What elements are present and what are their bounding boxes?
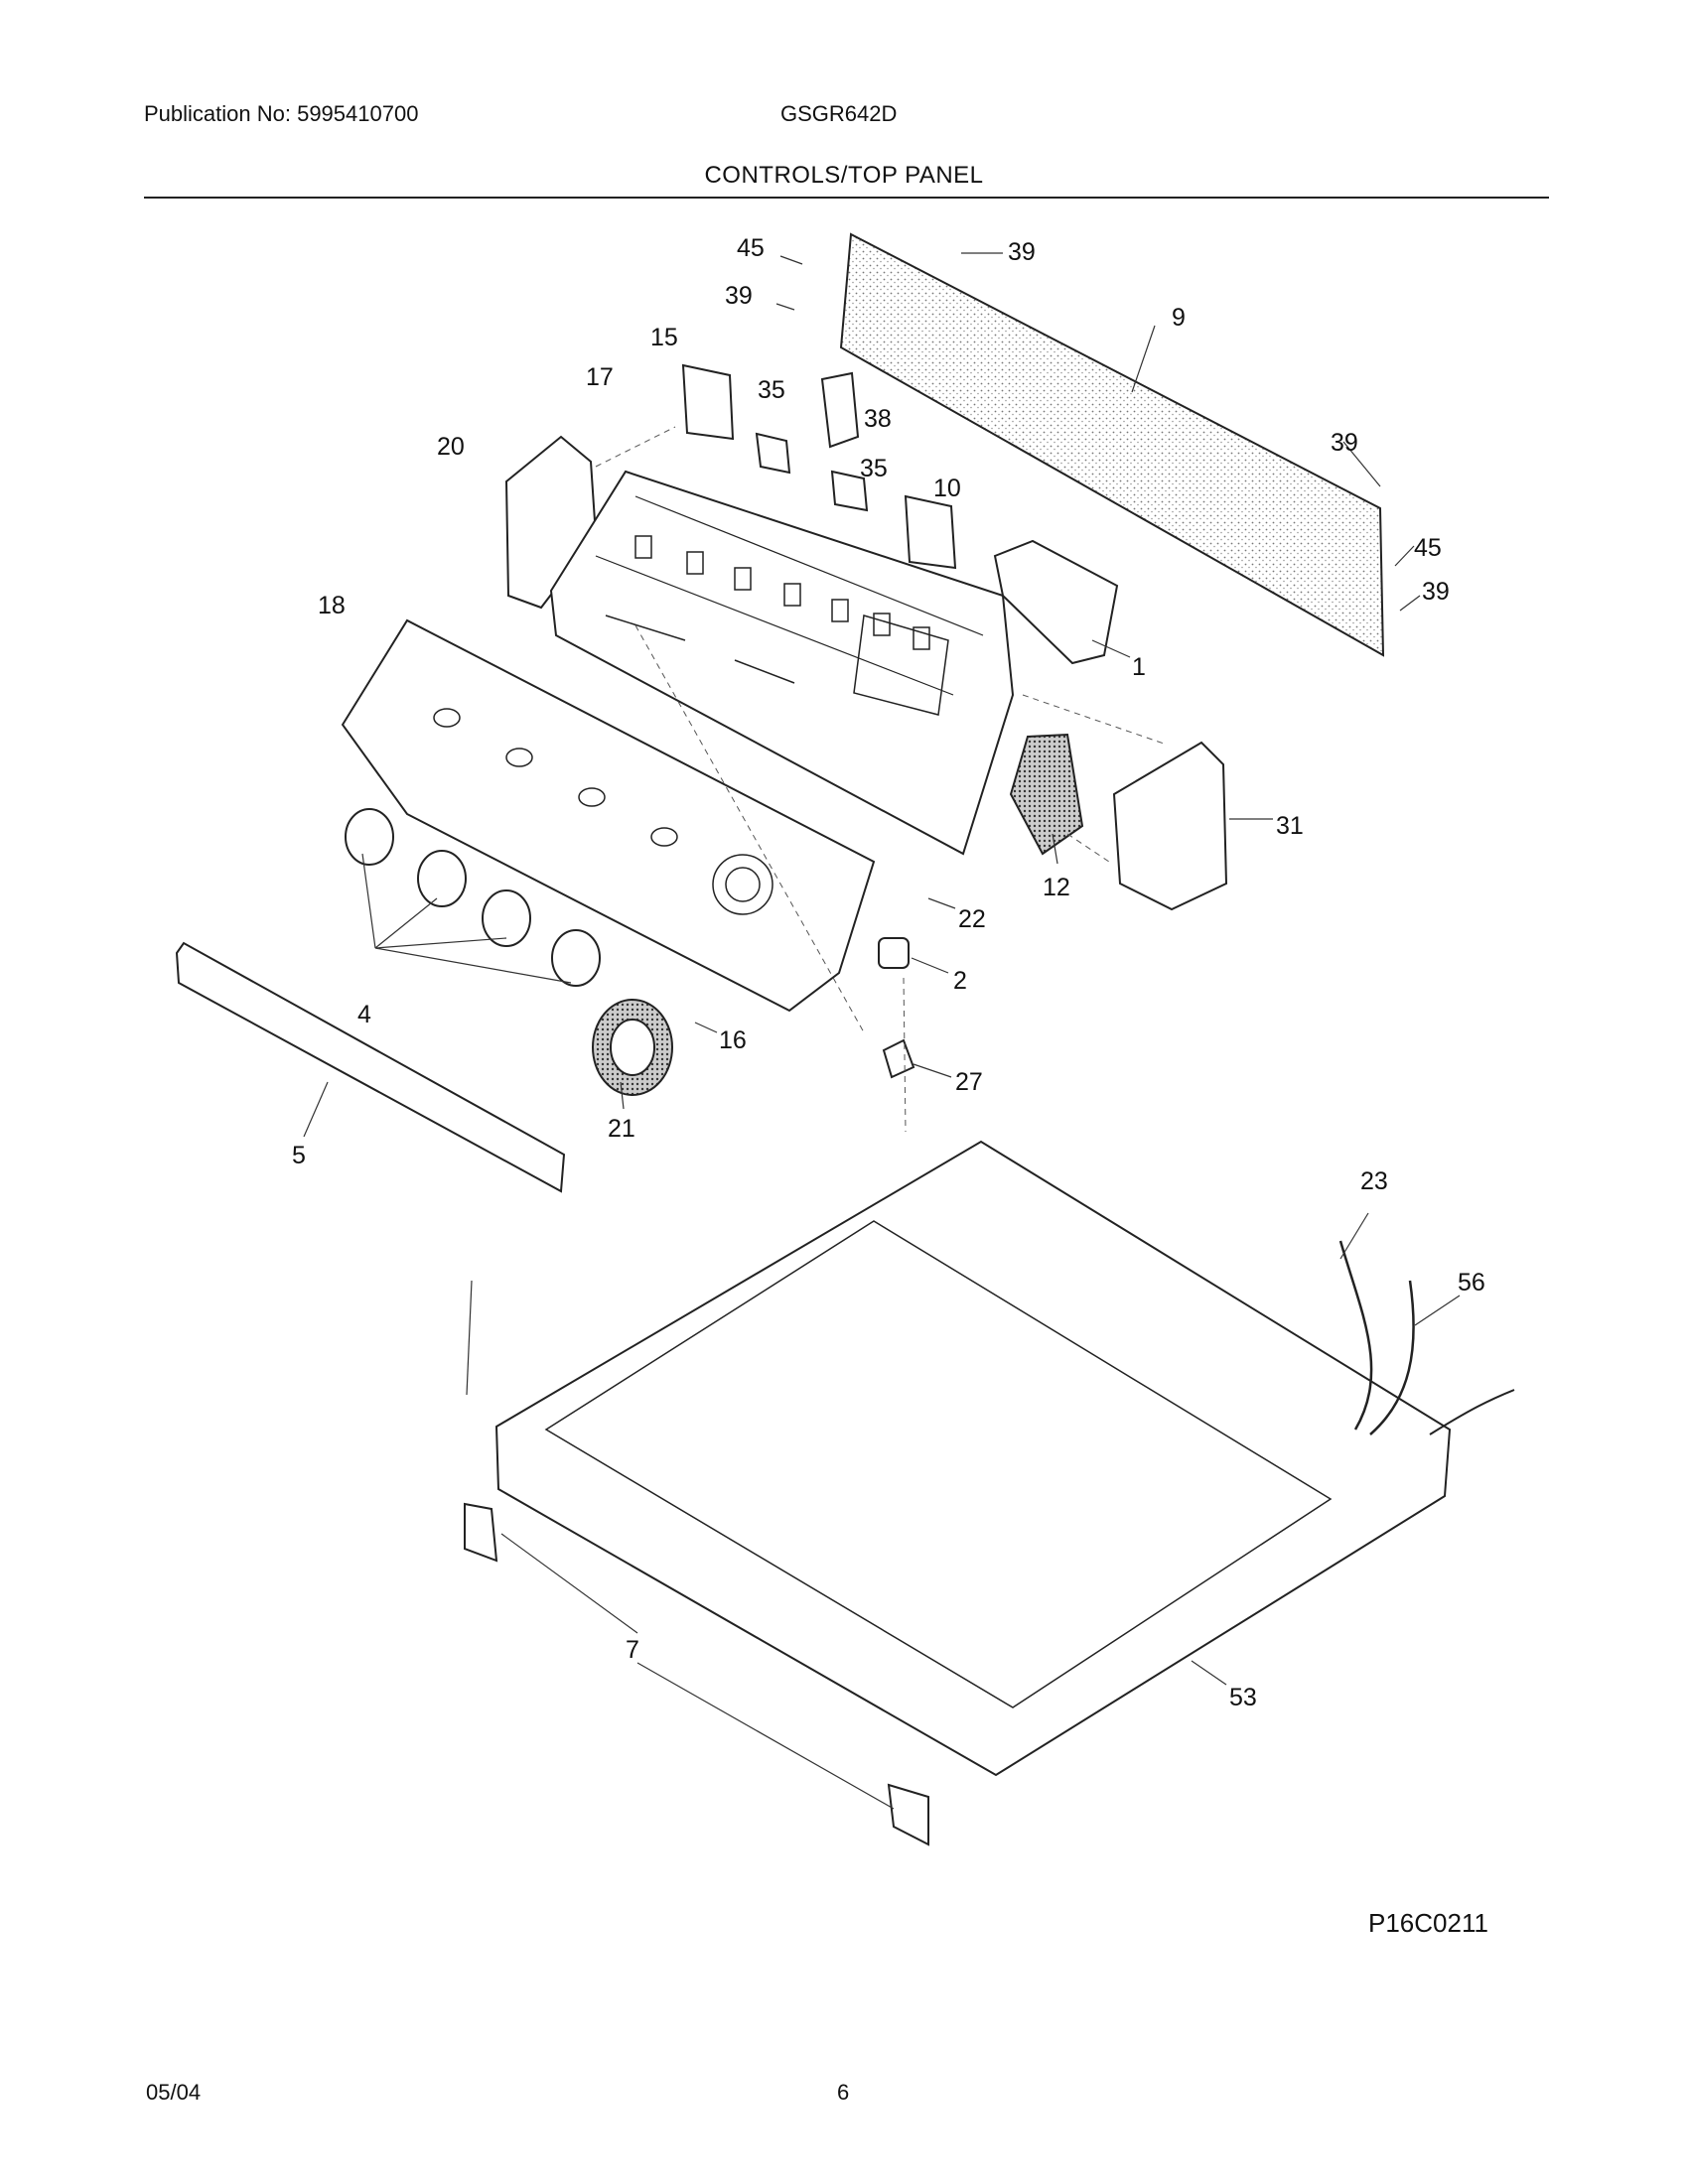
trim-5-part: [175, 941, 566, 1193]
callout-1: 1: [1132, 653, 1146, 681]
publication-number: Publication No: 5995410700: [144, 101, 419, 126]
callout-2: 2: [953, 967, 967, 995]
top-panel-53-part: [494, 1140, 1452, 1777]
callout-31: 31: [1276, 812, 1304, 840]
rear-panel-part: [839, 232, 1385, 657]
part-2: [878, 937, 910, 969]
callout-45-top: 45: [737, 234, 765, 262]
switch-35a-part: [755, 432, 791, 475]
callout-39-right: 39: [1331, 429, 1358, 457]
switch-38-part: [820, 371, 860, 449]
control-console-part: [549, 470, 1015, 856]
callout-18: 18: [318, 592, 346, 619]
header-rule: [144, 197, 1549, 199]
bracket-1-part: [993, 539, 1119, 665]
module-15-part: [681, 363, 735, 441]
callout-38: 38: [864, 405, 892, 433]
knobs-4-part: [345, 808, 601, 987]
right-endcap-part: [1112, 741, 1228, 911]
callout-39-top-right: 39: [1008, 238, 1036, 266]
part-27: [882, 1038, 915, 1079]
switch-35b-part: [830, 470, 869, 512]
callout-17: 17: [586, 363, 614, 391]
callout-56: 56: [1458, 1269, 1485, 1297]
callout-4: 4: [357, 1001, 371, 1028]
page-number: 6: [837, 2080, 850, 2105]
harness-23-part: [1338, 1240, 1415, 1435]
callout-9: 9: [1172, 304, 1186, 332]
callout-12: 12: [1043, 874, 1070, 901]
callout-39-top-left: 39: [725, 282, 753, 310]
callout-5: 5: [292, 1142, 306, 1169]
callout-23: 23: [1360, 1167, 1388, 1195]
callout-10: 10: [933, 475, 961, 502]
callout-35-a: 35: [758, 376, 785, 404]
board-12-part: [1009, 733, 1084, 856]
foot-7a-part: [464, 1502, 498, 1563]
callout-27: 27: [955, 1068, 983, 1096]
timer-10-part: [904, 494, 957, 570]
footer-date: 05/04: [146, 2080, 202, 2105]
callout-22: 22: [958, 905, 986, 933]
control-panel-face-part: [341, 618, 876, 1013]
model-number: GSGR642D: [780, 101, 898, 126]
callout-20: 20: [437, 433, 465, 461]
callout-21: 21: [608, 1115, 635, 1143]
callout-45-right: 45: [1414, 534, 1442, 562]
callout-15: 15: [650, 324, 678, 351]
callout-53: 53: [1229, 1684, 1257, 1711]
figure-code: P16C0211: [1368, 1908, 1488, 1938]
section-title: CONTROLS/TOP PANEL: [704, 162, 984, 189]
callout-16: 16: [719, 1026, 747, 1054]
callout-35-b: 35: [860, 455, 888, 482]
callout-7: 7: [626, 1636, 639, 1664]
foot-7b-part: [887, 1783, 929, 1846]
callout-39-lower-right: 39: [1422, 578, 1450, 606]
